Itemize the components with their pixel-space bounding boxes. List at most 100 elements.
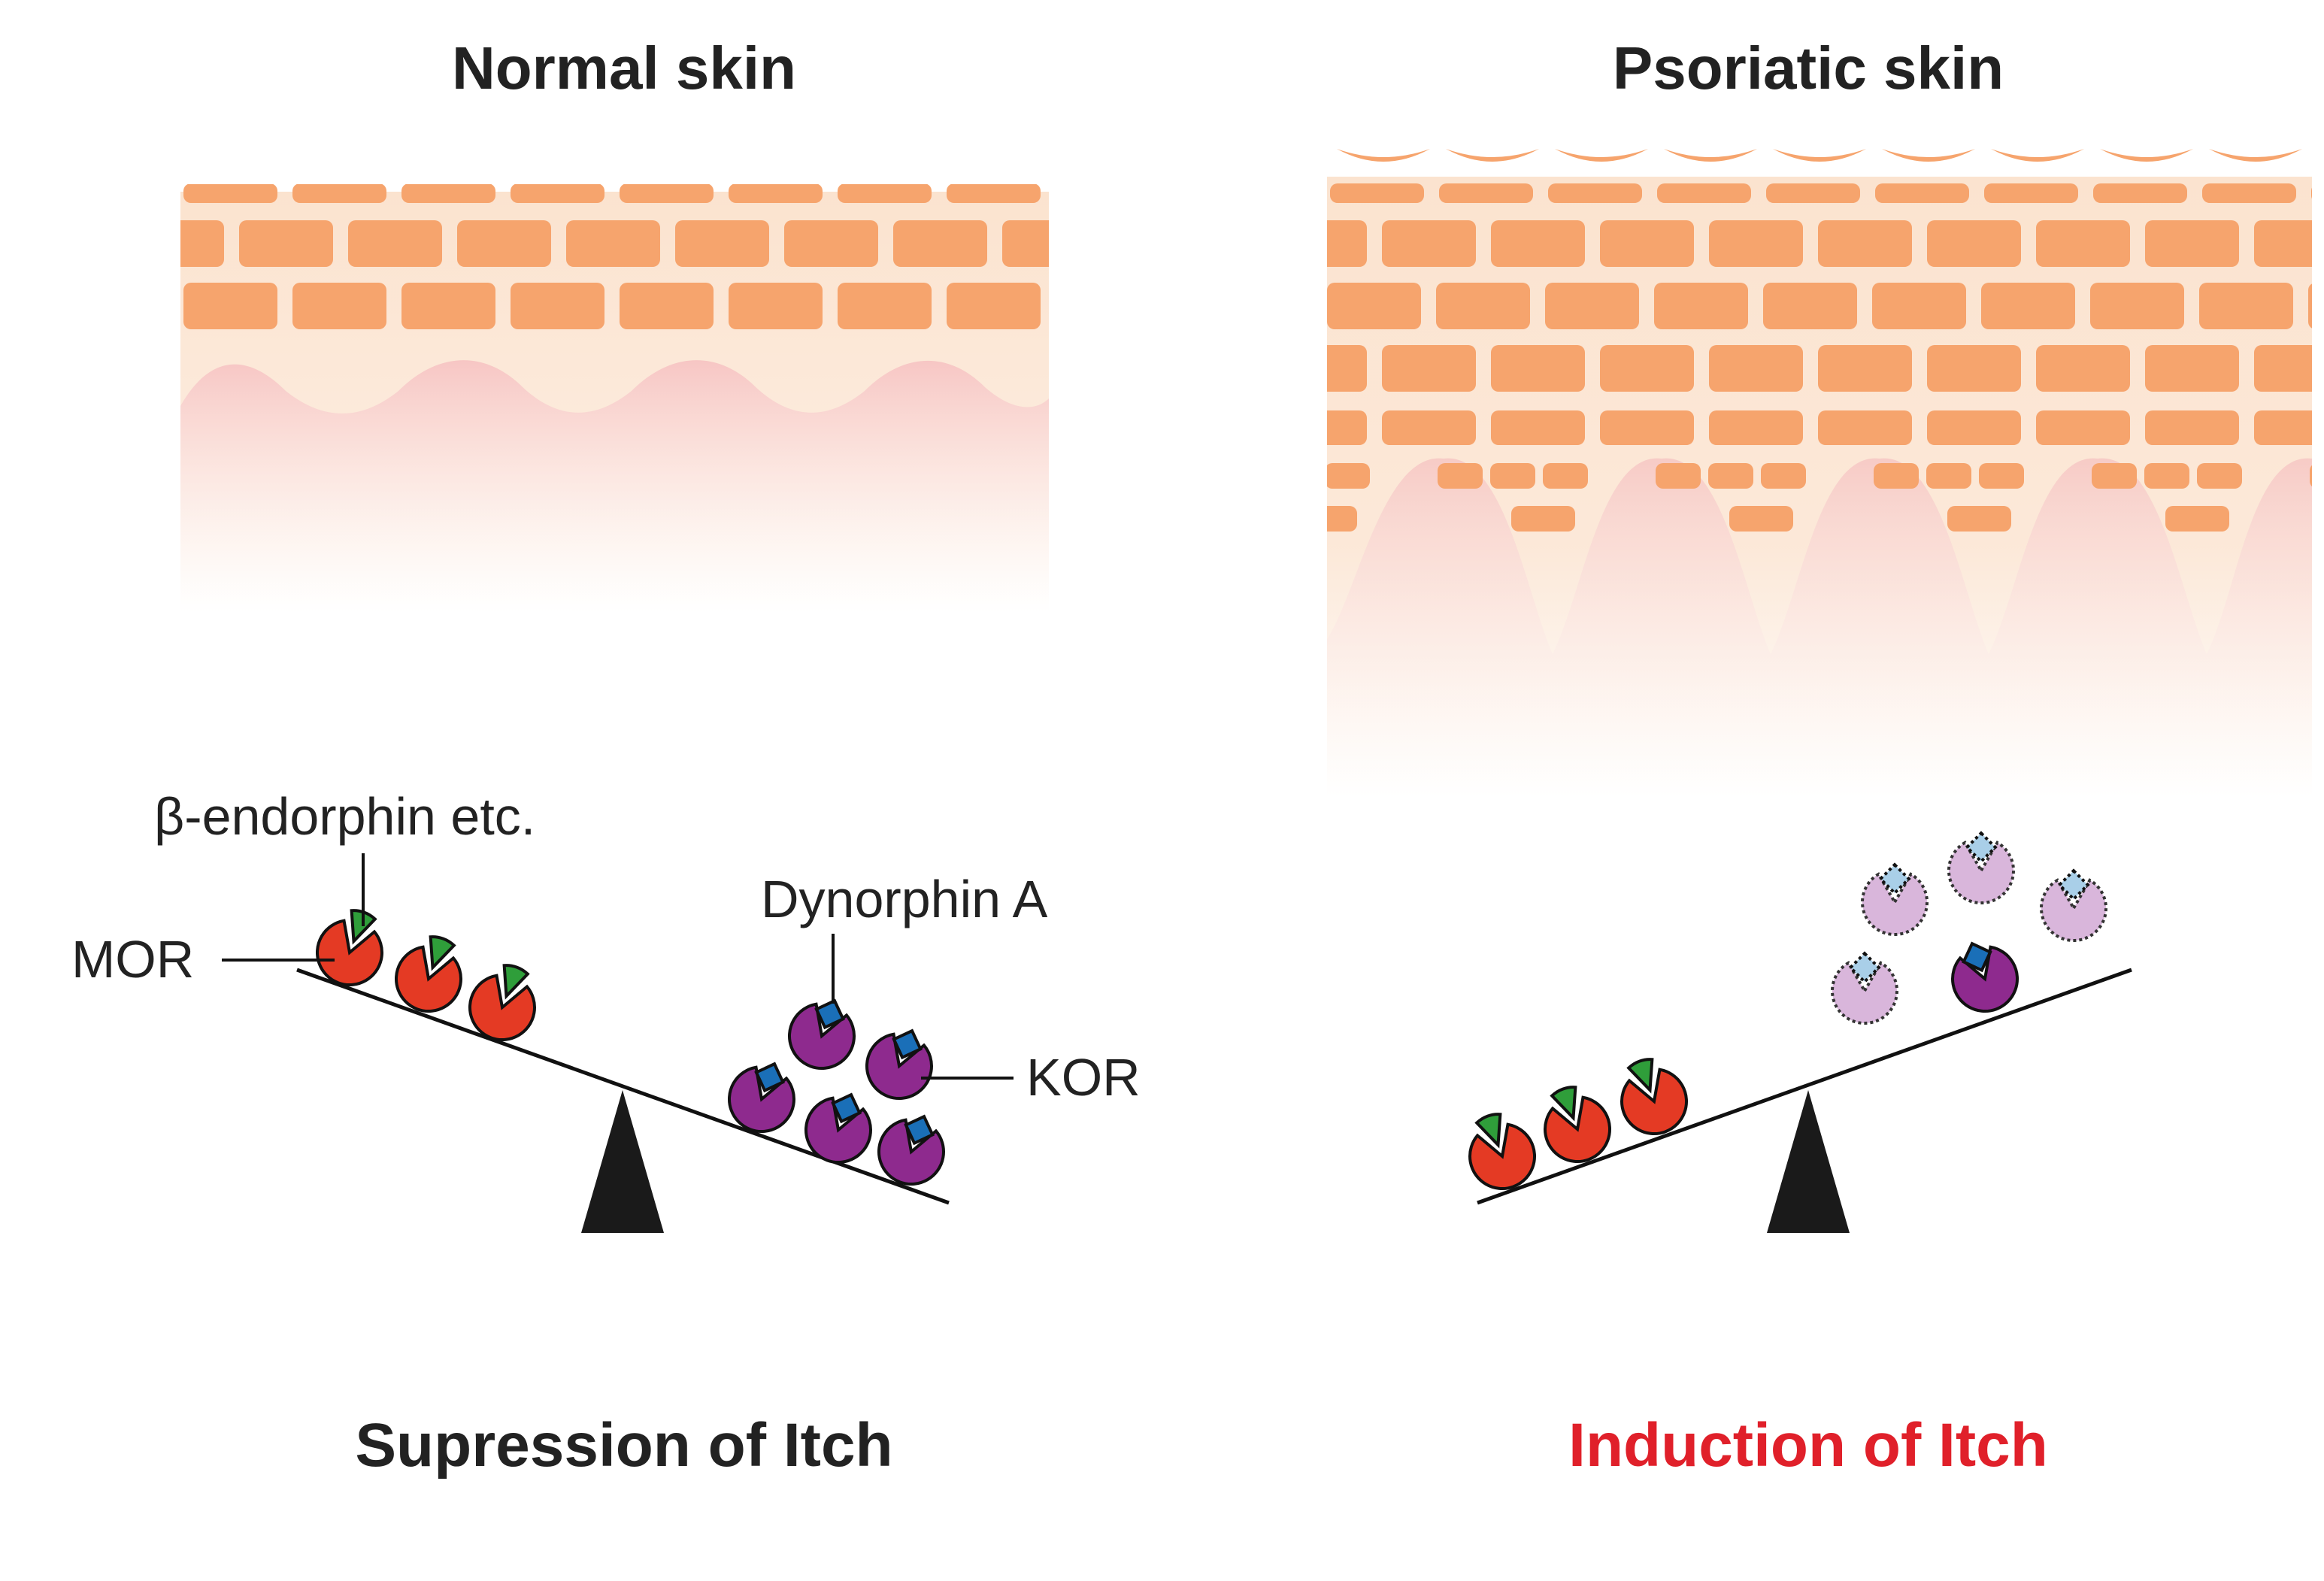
- keratinocyte-brick: [1327, 345, 1367, 392]
- kor-receptor: [804, 1092, 872, 1165]
- keratinocyte-brick: [401, 283, 495, 329]
- keratinocyte-brick: [1438, 463, 1483, 489]
- keratinocyte-brick: [1543, 463, 1588, 489]
- keratinocyte-brick: [2254, 345, 2312, 392]
- keratinocyte-brick: [2308, 283, 2312, 329]
- keratinocyte-brick: [2145, 220, 2239, 267]
- left-beam: [296, 968, 950, 1205]
- keratinocyte-brick: [457, 220, 551, 267]
- keratinocyte-brick: [893, 220, 987, 267]
- keratinocyte-brick: [1654, 283, 1748, 329]
- right-molecules: [1468, 831, 2107, 1191]
- keratinocyte-brick: [2092, 463, 2137, 489]
- keratinocyte-brick: [2254, 220, 2312, 267]
- scale: [1446, 149, 1539, 162]
- dynorphin-ligand: [1962, 941, 1992, 973]
- dynorphin-ligand: [892, 1028, 923, 1060]
- scale: [1991, 149, 2084, 162]
- suppression-caption: Supression of Itch: [355, 1411, 892, 1480]
- scale: [1555, 149, 1648, 162]
- kor-receptor: [728, 1062, 795, 1134]
- keratinocyte-brick: [2145, 410, 2239, 445]
- left-seesaw: MOR β-endorphin etc. Dynorphin A KOR: [71, 787, 1141, 1233]
- scale: [1664, 149, 1757, 162]
- keratinocyte-brick: [2144, 463, 2189, 489]
- mor-receptor: [1620, 1058, 1688, 1136]
- scales: [1337, 149, 2324, 162]
- keratinocyte-brick: [2036, 345, 2130, 392]
- keratinocyte-brick: [1491, 345, 1585, 392]
- keratinocyte-brick: [2254, 410, 2312, 445]
- dynorphin-ligand: [904, 1114, 935, 1146]
- keratinocyte-brick: [729, 184, 823, 203]
- keratinocyte-brick: [1382, 410, 1476, 445]
- keratinocyte-brick: [1511, 506, 1556, 532]
- keratinocyte-brick: [1927, 345, 2021, 392]
- keratinocyte-brick: [1327, 283, 1421, 329]
- keratinocyte-brick: [511, 184, 604, 203]
- keratinocyte-brick: [947, 184, 1041, 203]
- beta-endorphin-ligand: [502, 964, 530, 1000]
- beta-endorphin-ligand: [1550, 1086, 1577, 1122]
- keratinocyte-brick: [1729, 506, 1774, 532]
- keratinocyte-brick: [183, 283, 277, 329]
- mor-receptor: [1544, 1086, 1611, 1164]
- keratinocyte-brick: [1984, 183, 2078, 203]
- keratinocyte-brick: [1491, 220, 1585, 267]
- keratinocyte-brick: [401, 184, 495, 203]
- keratinocyte-brick: [2090, 283, 2184, 329]
- keratinocyte-brick: [620, 184, 714, 203]
- mor-receptor: [395, 935, 462, 1013]
- mor-receptor: [468, 964, 536, 1042]
- keratinocyte-brick: [1436, 283, 1530, 329]
- keratinocyte-brick: [1709, 410, 1803, 445]
- kor-receptor: [865, 1028, 933, 1101]
- keratinocyte-brick: [838, 283, 932, 329]
- keratinocyte-brick: [1818, 410, 1912, 445]
- left-molecules: [316, 909, 945, 1186]
- keratinocyte-brick: [2310, 465, 2312, 487]
- induction-caption: Induction of Itch: [1568, 1411, 2048, 1480]
- psoriatic-epidermis-bricks: [1327, 183, 2312, 532]
- keratinocyte-brick: [729, 283, 823, 329]
- inactive-kor-receptor: [1947, 831, 2015, 905]
- keratinocyte-brick: [1761, 463, 1806, 489]
- dynorphin-a-label: Dynorphin A: [761, 870, 1048, 928]
- psoriatic-skin-title: Psoriatic skin: [1613, 35, 2004, 101]
- keratinocyte-brick: [1330, 183, 1424, 203]
- scale: [2209, 149, 2302, 162]
- keratinocyte-brick: [2036, 410, 2130, 445]
- kor-label: KOR: [1026, 1048, 1141, 1107]
- keratinocyte-brick: [1708, 463, 1753, 489]
- keratinocyte-brick: [292, 283, 386, 329]
- keratinocyte-brick: [1926, 463, 1971, 489]
- scale: [1773, 149, 1866, 162]
- keratinocyte-brick: [1709, 345, 1803, 392]
- keratinocyte-brick: [2202, 183, 2296, 203]
- keratinocyte-brick: [1382, 220, 1476, 267]
- kor-receptor: [877, 1114, 945, 1186]
- keratinocyte-brick: [1491, 410, 1585, 445]
- keratinocyte-brick: [1981, 283, 2075, 329]
- scale: [1337, 149, 1430, 162]
- keratinocyte-brick: [1382, 345, 1476, 392]
- keratinocyte-brick: [1327, 220, 1367, 267]
- keratinocyte-brick: [1600, 345, 1694, 392]
- keratinocyte-brick: [1656, 463, 1701, 489]
- keratinocyte-brick: [1548, 183, 1642, 203]
- keratinocyte-brick: [1818, 220, 1912, 267]
- inactive-kor-receptor: [1861, 862, 1929, 937]
- keratinocyte-brick: [1875, 183, 1969, 203]
- inactive-kor-receptor: [2040, 868, 2107, 943]
- scale: [2100, 149, 2193, 162]
- keratinocyte-brick: [2036, 220, 2130, 267]
- dynorphin-ligand: [754, 1062, 785, 1093]
- keratinocyte-brick: [1874, 463, 1919, 489]
- keratinocyte-brick: [1947, 506, 1992, 532]
- keratinocyte-brick: [2197, 463, 2242, 489]
- keratinocyte-brick: [292, 184, 386, 203]
- keratinocyte-brick: [1657, 183, 1751, 203]
- dynorphin-ligand: [831, 1092, 862, 1124]
- scale: [2318, 149, 2324, 162]
